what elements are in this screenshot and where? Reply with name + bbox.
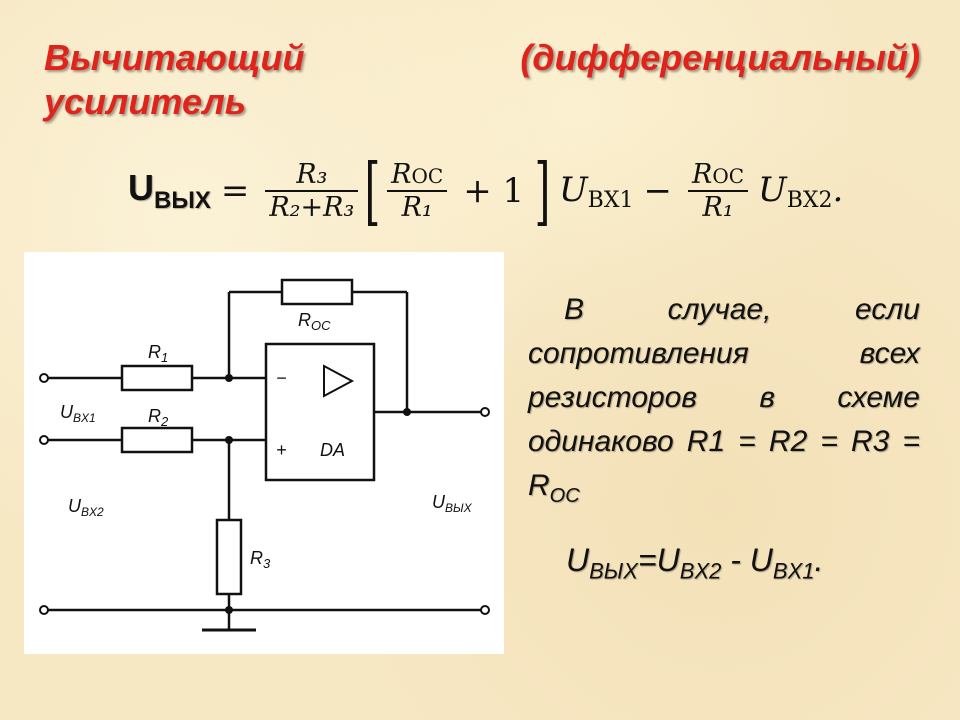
resistor-r2 (120, 426, 194, 454)
opamp-triangle (323, 364, 355, 398)
terminal-ground-right (480, 605, 490, 615)
formula-lhs: UВЫХ (128, 167, 211, 214)
condition-note: В случае, если сопротивления всех резист… (528, 288, 920, 518)
note-text: В случае, если сопротивления всех резист… (528, 293, 920, 502)
open-bracket: [ (364, 148, 381, 234)
node-plus (225, 436, 233, 444)
label-r3: R3 (250, 548, 271, 571)
u-input-2: UBX2. (758, 169, 844, 213)
opamp-box (264, 342, 376, 482)
node-minus (225, 374, 233, 382)
formula-minus: − (643, 171, 673, 211)
node-output (403, 408, 411, 416)
label-uvx1: UBX1 (60, 402, 96, 425)
terminal-input-2 (39, 435, 49, 445)
close-bracket: ] (534, 148, 551, 234)
terminal-input-1 (39, 373, 49, 383)
label-uvyx: UВЫХ (432, 492, 473, 515)
terminal-ground-left (39, 605, 49, 615)
node-ground (225, 606, 233, 614)
title-word-1: Вычитающий (44, 37, 305, 78)
label-minus-input: − (276, 368, 287, 388)
label-uvx2: UBX2 (68, 496, 104, 519)
terminal-output (480, 407, 490, 417)
resistor-roc (280, 278, 354, 306)
u-input-1: UBX1 (559, 169, 634, 213)
resistor-r3 (215, 518, 243, 596)
label-roc: ROC (298, 310, 331, 333)
circuit-diagram: R1 R2 R3 ROC − + DA UBX1 UBX2 UВЫХ (24, 252, 504, 654)
note-sub: OC (549, 485, 580, 507)
formula-equals: = (220, 171, 250, 211)
resistor-r1 (120, 364, 194, 392)
label-r1: R1 (148, 342, 168, 365)
result-formula: UВЫХ=UBX2 - UBX1. (566, 542, 824, 584)
label-opamp: DA (320, 440, 345, 460)
slide-title: Вычитающий (дифференциальный) усилитель (44, 36, 920, 124)
title-word-2: (дифференциальный) (520, 37, 920, 78)
plus-one: + 1 (463, 171, 525, 211)
label-r2: R2 (148, 406, 169, 429)
title-word-3: усилитель (44, 81, 247, 122)
label-plus-input: + (276, 440, 287, 460)
